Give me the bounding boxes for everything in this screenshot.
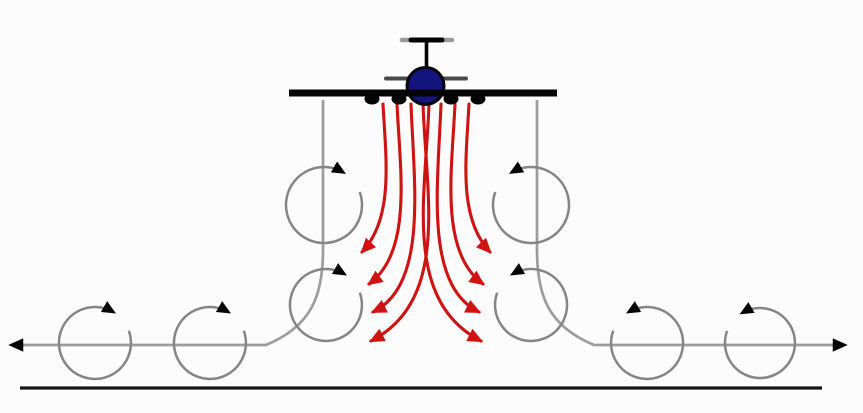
downwash-streamlines <box>360 102 492 343</box>
aircraft-front-view <box>289 37 557 106</box>
right-downwash-streamline <box>449 102 485 286</box>
fuselage <box>405 66 446 106</box>
left-mid-vortex <box>172 301 248 381</box>
right-outer-vortex <box>723 302 797 380</box>
ground-outflow-lines <box>8 100 848 352</box>
right-downwash-streamline <box>464 102 492 254</box>
right-downwash-streamline <box>435 102 482 314</box>
left-wingtip-trail-and-outflow <box>8 100 325 352</box>
left-inner-upper-vortex <box>284 161 364 245</box>
left-outer-vortex <box>57 301 133 381</box>
right-downwash-streamline <box>421 102 484 343</box>
engine-nacelle <box>391 93 407 105</box>
right-wingtip-trail-and-outflow <box>535 100 848 352</box>
left-inner-lower-vortex <box>288 263 364 343</box>
engine-nacelle <box>443 93 459 105</box>
engine-nacelle <box>470 93 486 105</box>
right-mid-vortex <box>609 301 685 381</box>
left-downwash-streamline <box>360 102 388 254</box>
left-downwash-streamline <box>367 102 403 286</box>
right-inner-lower-vortex <box>493 263 569 343</box>
vortex-circles <box>57 161 797 381</box>
right-inner-upper-vortex <box>491 161 571 245</box>
engine-nacelle <box>364 93 380 105</box>
left-downwash-streamline <box>370 102 417 314</box>
left-downwash-streamline <box>368 102 431 343</box>
